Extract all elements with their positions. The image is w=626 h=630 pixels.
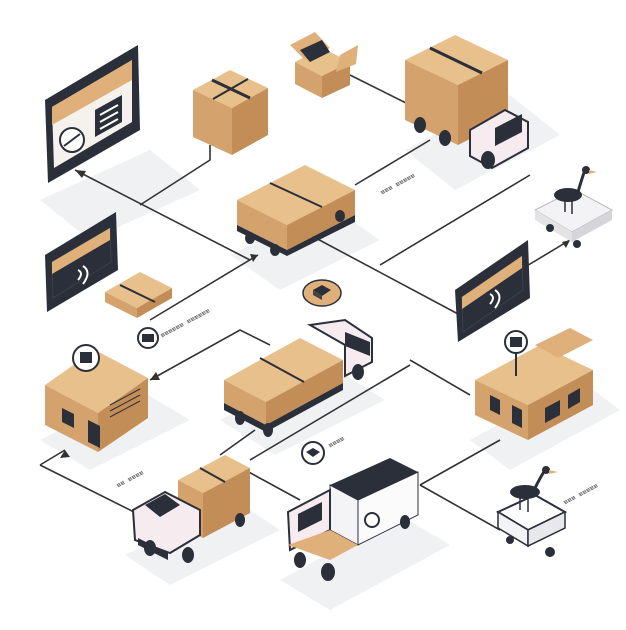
truck-center [237, 165, 355, 256]
document-icon [95, 95, 122, 137]
warehouse-right [475, 328, 593, 440]
badge-center [301, 441, 325, 465]
package-icon [302, 279, 342, 307]
label-bottom-right: ≡≡≡ ≡≡≡≡≡ [562, 482, 599, 507]
truck-middle [224, 318, 373, 437]
box-truck-top-right [405, 35, 529, 170]
label-bottom-left: ≡≡ ≡≡≡≡ [115, 469, 145, 490]
arrowheads [60, 170, 570, 458]
cardboard-box-top [193, 70, 268, 155]
truck-badge-left [137, 327, 159, 349]
warehouse-left [45, 344, 148, 452]
flat-box [105, 272, 172, 318]
label-truck-center: ≡≡≡ ≡≡≡≡≡ [379, 172, 416, 197]
label-middle-badge: ≡≡≡≡ [327, 435, 346, 450]
connector-lines [39, 74, 571, 531]
tablet-right-middle [455, 240, 530, 342]
van-bottom [286, 458, 419, 581]
label-left-middle: ≡≡≡≡≡≡ ≡≡≡≡≡≡ [159, 307, 211, 340]
bird-icon [510, 466, 558, 512]
goose-trolley-bottom [495, 466, 568, 557]
tablet-top-left [45, 45, 140, 183]
compass-icon [59, 127, 85, 153]
label-panel [109, 388, 141, 418]
tablet-left-middle [45, 212, 118, 312]
truck-bottom-left [131, 455, 250, 563]
open-box [290, 32, 358, 98]
location-pin-icon [504, 330, 528, 376]
wifi-icon [489, 289, 501, 309]
wifi-icon [77, 265, 89, 285]
bird-icon [554, 166, 597, 214]
goose-trolley-top [533, 166, 614, 248]
